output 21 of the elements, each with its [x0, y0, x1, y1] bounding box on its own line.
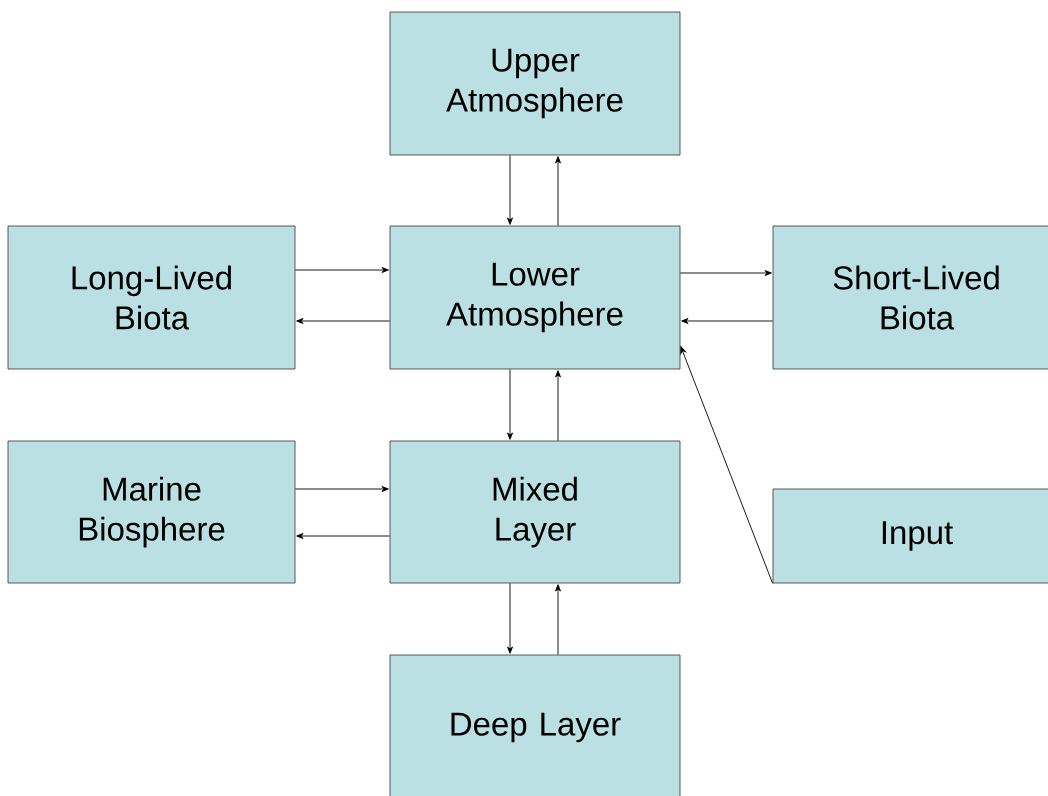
arrow	[555, 370, 561, 442]
arrow	[507, 154, 513, 225]
arrow	[681, 318, 774, 324]
arrow	[555, 156, 561, 227]
arrow	[507, 368, 513, 440]
process-box: Marine Biosphere	[7, 440, 296, 584]
arrow	[296, 318, 391, 324]
arrow	[507, 582, 513, 654]
process-box: Long-Lived Biota	[7, 225, 296, 370]
process-box: Input	[772, 488, 1048, 584]
arrow	[555, 584, 561, 656]
process-box: Short-Lived Biota	[772, 225, 1048, 370]
process-box: Deep Layer	[389, 654, 681, 796]
arrow	[296, 533, 391, 539]
process-box: Lower Atmosphere	[389, 225, 681, 370]
arrow	[294, 486, 389, 492]
process-box: Upper Atmosphere	[389, 11, 681, 156]
arrow	[294, 267, 389, 273]
process-box: Mixed Layer	[389, 440, 681, 584]
arrow	[680, 346, 774, 584]
arrow	[679, 270, 772, 276]
